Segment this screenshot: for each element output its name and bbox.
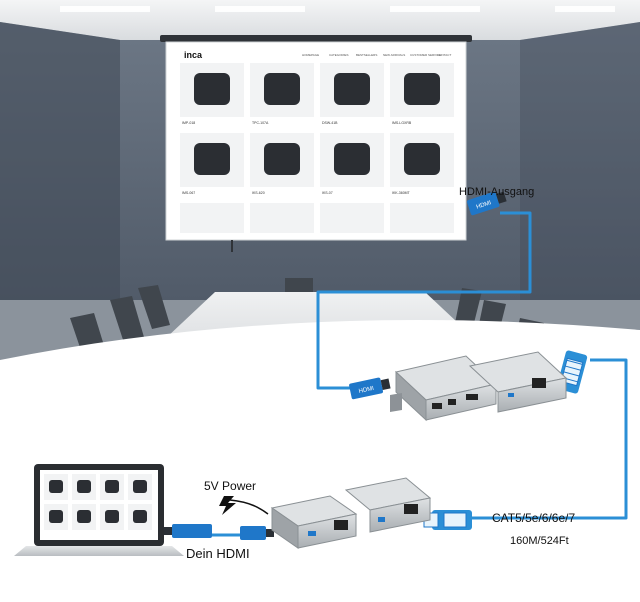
screen-product-card (250, 203, 314, 233)
hdmi-switch-icon (334, 73, 370, 105)
rj45-plug-transmitter (424, 510, 472, 530)
usb-hub-icon (77, 480, 91, 493)
screen-product-card (320, 203, 384, 233)
screen-product-card: IKK-360MT (390, 133, 454, 195)
cable-type-label: CAT5/5e/6/6e/7 (492, 511, 575, 525)
screen-nav-tab: NEW ARRIVALS (383, 53, 405, 57)
ceiling-light (555, 6, 615, 12)
ceiling-light (390, 6, 480, 12)
screen-nav-tab: CATEGORIES (329, 53, 348, 57)
screen-product-code: IKS-07 (322, 191, 333, 195)
ceiling-light (60, 6, 150, 12)
screen-nav-tab: CONTACT (437, 53, 451, 57)
screen-brand-logo: inca (184, 50, 203, 60)
screen-product-code: DSW-41B (322, 121, 338, 125)
screen-product-card: IKS-07 (320, 133, 384, 195)
mousepad-icon (194, 73, 230, 105)
mousepad-icon (49, 480, 63, 493)
hdmi-output-label: HDMI-Ausgang (459, 186, 534, 198)
screen-nav-tab: BESTSELLERS (356, 53, 377, 57)
cable-length-label: 160M/524Ft (510, 535, 569, 547)
screen-product-card (390, 203, 454, 233)
keyboard-icon (404, 143, 440, 175)
screen-product-card (180, 203, 244, 233)
ceiling-light (215, 6, 305, 12)
coffee-machine-icon (334, 143, 370, 175)
screen-product-card: TPC-107A (250, 63, 314, 125)
screen-product-code: TPC-107A (252, 121, 269, 125)
speakers-icon (77, 510, 91, 523)
screen-product-code: IKS-620 (252, 191, 265, 195)
projection-screen: inca HOMEPAGE CATEGORIES BESTSELLERS NEW AR… (160, 35, 472, 252)
speakers-icon (264, 143, 300, 175)
screen-product-card: IMS-067 (180, 133, 244, 195)
screen-product-code: IKK-360MT (392, 191, 411, 195)
gaming-mouse-icon (133, 480, 147, 493)
rgb-mouse-icon (49, 510, 63, 523)
screen-product-code: IMS-067 (182, 191, 195, 195)
screen-product-card: DSW-41B (320, 63, 384, 125)
laptop (14, 464, 184, 556)
your-hdmi-label: Dein HDMI (186, 546, 250, 561)
screen-product-code: IMS-LGXRB (392, 121, 412, 125)
power-label: 5V Power (204, 479, 256, 493)
screen-nav-tab: HOMEPAGE (302, 53, 319, 57)
hdmi-switch-icon (105, 480, 119, 493)
screen-product-card: IMS-LGXRB (390, 63, 454, 125)
usb-hub-icon (264, 73, 300, 105)
screen-product-code: IMP-018 (182, 121, 195, 125)
keyboard-icon (133, 510, 147, 523)
screen-product-card: IMP-018 (180, 63, 244, 125)
coffee-machine-icon (105, 510, 119, 523)
gaming-mouse-icon (404, 73, 440, 105)
rgb-mouse-icon (194, 143, 230, 175)
screen-product-card: IKS-620 (250, 133, 314, 195)
